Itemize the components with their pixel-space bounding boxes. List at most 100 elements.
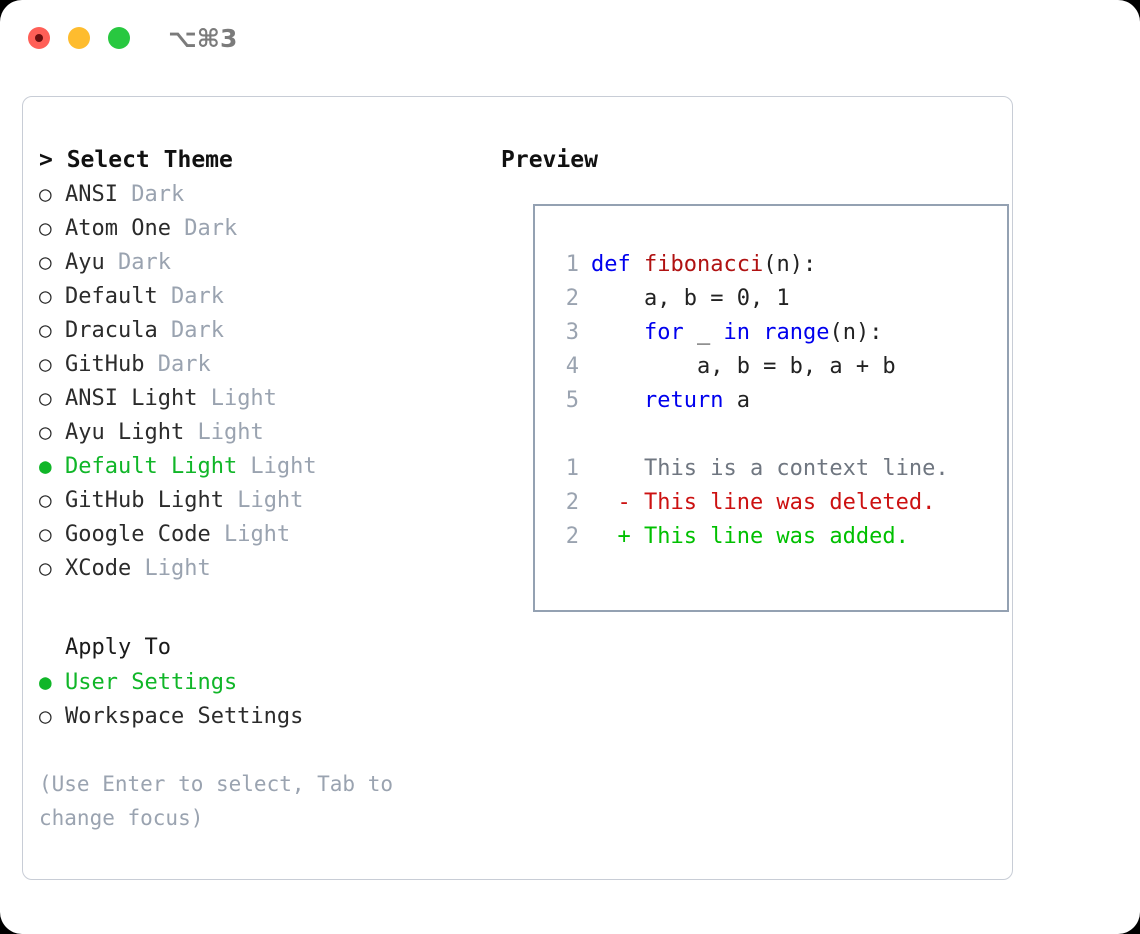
spacer	[39, 733, 489, 767]
radio-selected-icon[interactable]: ●	[39, 670, 52, 694]
diff-line: 2 + This line was added.	[545, 520, 949, 554]
preview-heading: Preview	[501, 147, 598, 173]
code-token: (n):	[829, 320, 883, 345]
diff-marker: -	[591, 490, 644, 515]
code-line: 2 a, b = 0, 1	[545, 282, 949, 316]
code-token: fibonacci	[643, 252, 764, 277]
radio-empty-icon[interactable]: ○	[39, 284, 52, 308]
theme-list-item[interactable]: ○GitHub Light Light	[39, 483, 489, 517]
title-bar: ⌥⌘3	[0, 0, 1140, 78]
radio-empty-icon[interactable]: ○	[39, 182, 52, 206]
code-token: a	[723, 388, 750, 413]
keyboard-hint: (Use Enter to select, Tab to change focu…	[39, 772, 406, 830]
code-token	[591, 388, 644, 413]
code-token	[591, 320, 644, 345]
radio-empty-icon[interactable]: ○	[39, 216, 52, 240]
radio-empty-icon[interactable]: ○	[39, 522, 52, 546]
code-token: for	[643, 320, 684, 345]
theme-list-item[interactable]: ○ Atom One Dark	[39, 211, 489, 245]
radio-empty-icon[interactable]: ○	[39, 420, 52, 444]
radio-empty-icon[interactable]: ○	[39, 250, 52, 274]
theme-list-column: > Select Theme ○ANSI Dark○Atom One Dark○…	[39, 143, 489, 835]
theme-name: Google Code	[65, 522, 211, 547]
theme-list-item[interactable]: ○ Default Dark	[39, 279, 489, 313]
radio-empty-icon[interactable]: ○	[39, 386, 52, 410]
radio-empty-icon[interactable]: ○	[39, 556, 52, 580]
theme-list-item[interactable]: ● Default Light Light	[39, 449, 489, 483]
theme-name: ANSI	[65, 182, 118, 207]
theme-name: Default	[65, 284, 158, 309]
theme-list-item[interactable]: ○ Dracula Dark	[39, 313, 489, 347]
code-blank-line	[545, 418, 949, 452]
radio-empty-icon[interactable]: ○	[39, 318, 52, 342]
theme-name: Ayu	[65, 250, 105, 275]
theme-variant-tag: Dark	[157, 318, 224, 343]
diff-line: 1 This is a context line.	[545, 452, 949, 486]
code-line: 1 def fibonacci(n):	[545, 248, 949, 282]
apply-to-label: Workspace Settings	[65, 704, 304, 729]
theme-name: Ayu Light	[65, 420, 185, 445]
theme-variant-tag: Dark	[144, 352, 211, 377]
line-number: 2	[565, 286, 579, 311]
diff-text: This is a context line.	[643, 456, 949, 481]
theme-list-item[interactable]: ○ GitHub Dark	[39, 347, 489, 381]
code-token: def	[591, 252, 644, 277]
theme-name: Dracula	[65, 318, 158, 343]
line-number: 1	[565, 456, 579, 481]
theme-name: GitHub	[65, 352, 145, 377]
theme-list-item[interactable]: ○ XCode Light	[39, 551, 489, 585]
line-number: 2	[565, 524, 579, 549]
maximize-button[interactable]	[108, 27, 130, 49]
code-token: a, b = 0, 1	[591, 286, 790, 311]
theme-list-item[interactable]: ○ Ayu Light Light	[39, 415, 489, 449]
theme-variant-tag: Light	[210, 522, 291, 547]
theme-list[interactable]: ○ ANSI Dark ○ Atom One Dark ○ Ayu Dark ○ Defaul…	[39, 177, 489, 585]
theme-variant-tag: Dark	[117, 182, 185, 207]
theme-variant-tag: Dark	[157, 284, 224, 309]
diff-marker: +	[591, 524, 644, 549]
line-number: 2	[565, 490, 579, 515]
apply-to-heading: Apply To	[65, 635, 171, 660]
radio-selected-icon[interactable]: ●	[39, 454, 52, 478]
line-number: 3	[565, 320, 579, 345]
apply-to-list[interactable]: ● User Settings ○ Workspace Settings	[39, 665, 489, 733]
theme-variant-tag: Light	[237, 454, 317, 479]
theme-variant-tag: Light	[131, 556, 211, 581]
radio-empty-icon[interactable]: ○	[39, 704, 52, 728]
theme-selector-panel: > Select Theme ○ANSI Dark○Atom One Dark○…	[22, 96, 1013, 880]
theme-name: XCode	[65, 556, 132, 581]
theme-list-item[interactable]: ○ Ayu Dark	[39, 245, 489, 279]
apply-to-option[interactable]: ● User Settings	[39, 665, 489, 699]
minimize-button[interactable]	[68, 27, 90, 49]
theme-name: Default Light	[65, 454, 238, 479]
spacer	[39, 585, 489, 631]
theme-variant-tag: Light	[223, 488, 304, 513]
radio-empty-icon[interactable]: ○	[39, 352, 52, 376]
theme-list-item[interactable]: ○ Google Code Light	[39, 517, 489, 551]
theme-variant-tag: Light	[184, 420, 264, 445]
code-token: _	[683, 320, 724, 345]
theme-name: ANSI Light	[65, 386, 198, 411]
line-number: 1	[565, 252, 579, 277]
theme-variant-tag: Light	[197, 386, 277, 411]
theme-name: Atom One	[65, 216, 171, 241]
diff-line: 2 - This line was deleted.	[545, 486, 949, 520]
code-token: (n):	[763, 252, 817, 277]
theme-list-item[interactable]: ○ ANSI Dark	[39, 177, 489, 211]
code-line: 4 a, b = b, a + b	[545, 350, 949, 384]
apply-to-label: User Settings	[65, 670, 238, 695]
theme-variant-tag: Dark	[170, 216, 238, 241]
radio-empty-icon[interactable]: ○	[39, 488, 52, 512]
code-token: return	[643, 388, 724, 413]
recording-indicator-icon	[35, 34, 43, 42]
line-number: 5	[565, 388, 579, 413]
theme-variant-tag: Dark	[104, 250, 171, 275]
select-theme-heading: > Select Theme	[39, 147, 233, 173]
theme-list-item[interactable]: ○ ANSI Light Light	[39, 381, 489, 415]
code-token: a, b = b, a + b	[591, 354, 896, 379]
apply-to-option[interactable]: ○ Workspace Settings	[39, 699, 489, 733]
